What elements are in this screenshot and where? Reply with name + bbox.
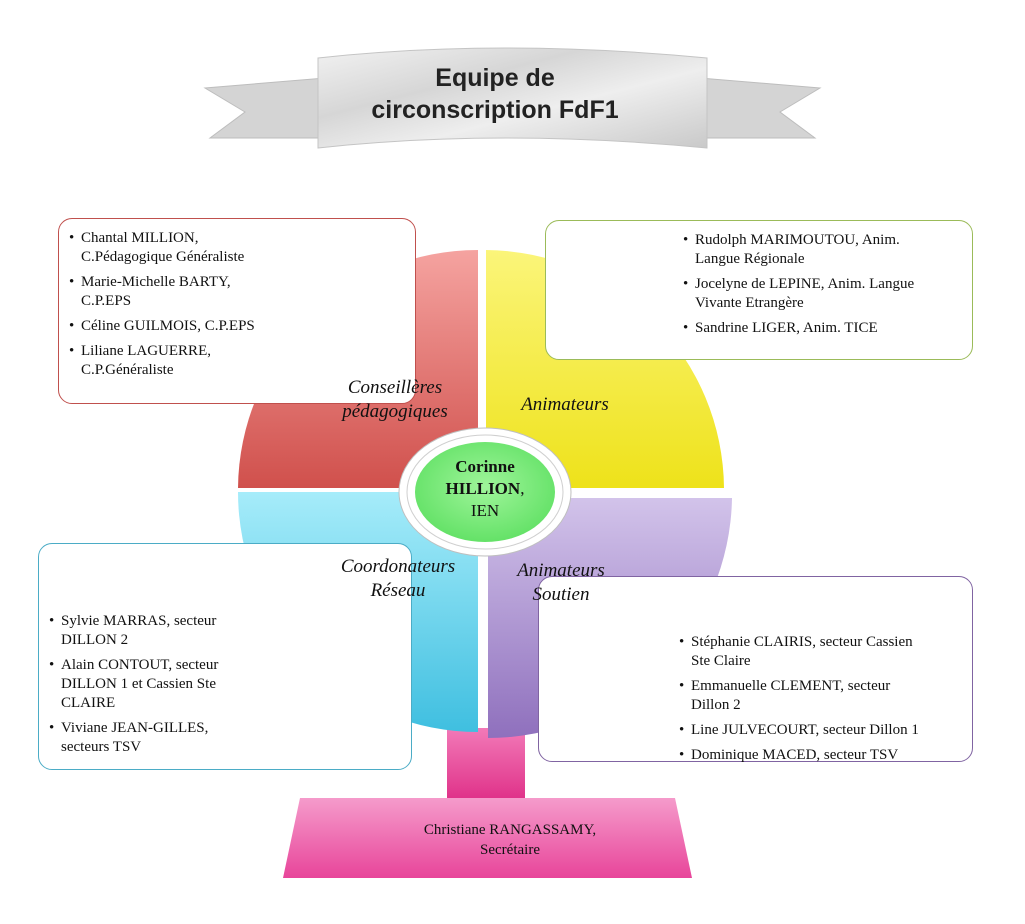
list-item: Dominique MACED, secteur TSV bbox=[679, 746, 964, 765]
list-item: Line JULVECOURT, secteur Dillon 1 bbox=[679, 721, 964, 740]
label-coordonateurs: Coordonateurs Réseau bbox=[340, 556, 456, 601]
list-item: Sandrine LIGER, Anim. TICE bbox=[683, 319, 962, 338]
center-role: IEN bbox=[470, 501, 500, 520]
secretary-label: Christiane RANGASSAMY, Secrétaire bbox=[330, 820, 690, 860]
center-name-line-1: Corinne bbox=[455, 457, 515, 476]
title-line-2: circonscription FdF1 bbox=[371, 96, 619, 124]
list-item: Chantal MILLION,C.Pédagogique Généralist… bbox=[69, 229, 405, 267]
list-item: Jocelyne de LEPINE, Anim. LangueVivante … bbox=[683, 275, 962, 313]
center-name-line-2: HILLION, bbox=[445, 479, 525, 498]
center-badge bbox=[398, 427, 572, 557]
label-animateurs-soutien: Animateurs Soutien bbox=[517, 560, 605, 605]
secretary-name: Christiane RANGASSAMY, bbox=[423, 822, 597, 838]
title-banner bbox=[203, 47, 822, 149]
list-item: Liliane LAGUERRE,C.P.Généraliste bbox=[69, 342, 405, 380]
box-conseilleres: Chantal MILLION,C.Pédagogique Généralist… bbox=[58, 218, 416, 404]
list-item: Viviane JEAN-GILLES,secteurs TSV bbox=[49, 719, 401, 757]
list-item: Céline GUILMOIS, C.P.EPS bbox=[69, 317, 405, 336]
label-animateurs: Animateurs bbox=[521, 394, 609, 415]
page-title: Equipe de circonscription FdF1 bbox=[330, 62, 660, 126]
center-person: Corinne HILLION, IEN bbox=[410, 456, 560, 522]
label-conseilleres: Conseillères pédagogiques bbox=[342, 377, 448, 422]
title-line-1: Equipe de bbox=[435, 64, 555, 92]
list-item: Marie-Michelle BARTY,C.P.EPS bbox=[69, 273, 405, 311]
box-animateurs: Rudolph MARIMOUTOU, Anim.Langue Régional… bbox=[545, 220, 973, 360]
pedestal bbox=[283, 728, 692, 878]
secretary-role: Secrétaire bbox=[480, 842, 540, 858]
list-item: Rudolph MARIMOUTOU, Anim.Langue Régional… bbox=[683, 231, 962, 269]
